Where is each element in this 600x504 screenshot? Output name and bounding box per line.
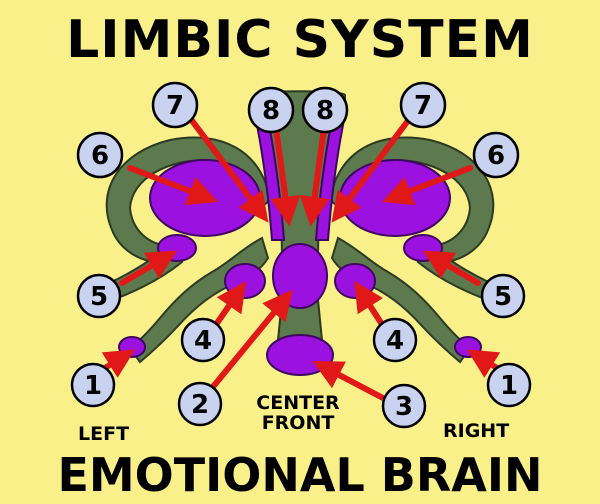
callout-c1-right: 1 [486, 362, 532, 408]
callout-c6-right: 6 [472, 131, 520, 179]
arrow-c5-right [422, 250, 481, 286]
callout-number: 3 [395, 392, 413, 422]
arrow-c7-left [187, 115, 269, 223]
arrow-c7-right [331, 115, 413, 223]
callout-c8-right: 8 [301, 86, 349, 134]
callout-number: 5 [90, 282, 108, 312]
arrow-c2 [209, 289, 293, 391]
callout-c4-right: 4 [372, 317, 418, 363]
arrow-c8-left [270, 125, 301, 227]
callout-number: 2 [191, 390, 209, 420]
callout-number: 7 [414, 91, 432, 121]
arrow-c8-right [299, 125, 330, 227]
center-label-line2: FRONT [261, 412, 335, 434]
center-structure-2 [272, 243, 328, 309]
callout-number: 5 [494, 282, 512, 312]
arrow-c1-left [101, 349, 136, 378]
callout-number: 1 [84, 371, 102, 401]
callout-c2: 2 [177, 381, 223, 427]
diagram-title: LIMBIC SYSTEM [66, 10, 534, 70]
right-structure-4 [334, 263, 376, 299]
callout-number: 4 [194, 326, 212, 356]
center-front-label: CENTER FRONT [238, 393, 358, 433]
arrow-c5-left [119, 250, 178, 286]
callout-number: 4 [386, 326, 404, 356]
callout-c8-left: 8 [247, 86, 295, 134]
arrow-c6-left [127, 165, 219, 206]
arrow-c3 [312, 360, 386, 401]
callout-c7-left: 7 [151, 81, 199, 129]
callout-c5-left: 5 [76, 273, 122, 319]
arrow-c4-right [354, 280, 386, 329]
limbic-tracts [86, 90, 514, 364]
callout-c1-left: 1 [70, 362, 116, 408]
callout-number: 1 [500, 371, 518, 401]
callout-number: 7 [166, 91, 184, 121]
callout-number: 8 [316, 96, 334, 126]
callout-number: 8 [262, 96, 280, 126]
left-structure-4 [224, 263, 266, 299]
right-label: RIGHT [443, 420, 510, 442]
callout-number: 6 [487, 141, 505, 171]
arrow-c4-left [212, 281, 247, 329]
arrow-c1-right [466, 349, 501, 378]
left-label: LEFT [78, 423, 130, 445]
callout-c5-right: 5 [480, 273, 526, 319]
diagram-subtitle: EMOTIONAL BRAIN [57, 448, 543, 502]
callout-number: 6 [91, 141, 109, 171]
callout-c4-left: 4 [180, 317, 226, 363]
callout-c6-left: 6 [76, 131, 124, 179]
center-label-line1: CENTER [256, 392, 340, 414]
callout-c3: 3 [381, 383, 427, 429]
callout-c7-right: 7 [399, 81, 447, 129]
arrow-c6-right [381, 165, 473, 206]
